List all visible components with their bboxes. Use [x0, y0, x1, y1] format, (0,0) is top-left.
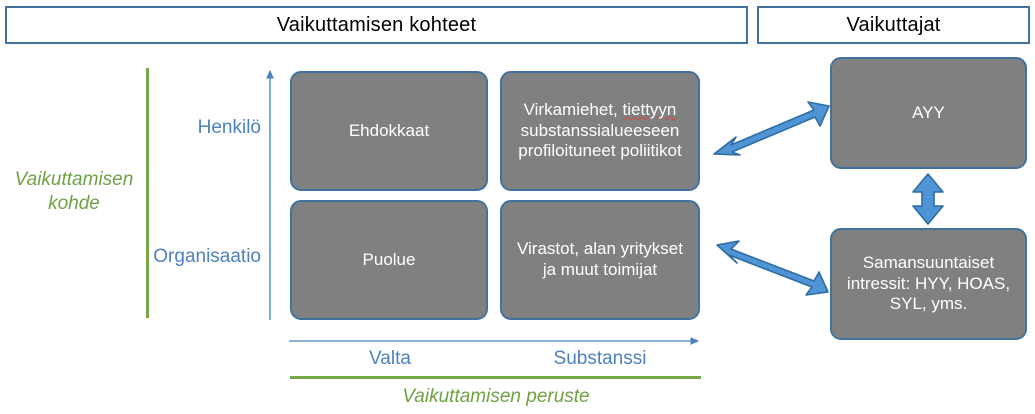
axis-label-henkilo: Henkilö: [197, 117, 261, 138]
axis-label-valta: Valta: [369, 348, 411, 369]
text-part: Virkamiehet,: [523, 99, 623, 119]
connector-ayy-intressit: [912, 173, 944, 225]
axis-label-substanssi: Substanssi: [553, 348, 647, 369]
header-vaikuttamisen-kohteet: Vaikuttamisen kohteet: [5, 6, 748, 44]
actor-box-ayy[interactable]: AYY: [830, 57, 1027, 169]
vertical-axis-category-label: Vaikuttamisen kohde: [14, 169, 134, 214]
matrix-cell-virkamiehet[interactable]: Virkamiehet, tiettyyn substanssialueesee…: [500, 71, 700, 191]
matrix-cell-virkamiehet-text: Virkamiehet, tiettyyn substanssialueesee…: [510, 100, 690, 162]
horizontal-category-rule: [290, 376, 701, 379]
horizontal-axis-category-label: Vaikuttamisen peruste: [402, 386, 590, 407]
connector-virastot-intressit: [716, 240, 829, 296]
vertical-category-rule: [146, 68, 149, 318]
matrix-cell-puolue[interactable]: Puolue: [290, 200, 488, 320]
matrix-cell-ehdokkaat[interactable]: Ehdokkaat: [290, 71, 488, 191]
actor-box-samansuuntaiset-intressit[interactable]: Samansuuntaiset intressit: HYY, HOAS, SY…: [830, 228, 1027, 340]
misspelled-word: tiettyyn: [622, 99, 677, 119]
header-vaikuttajat: Vaikuttajat: [757, 6, 1030, 44]
text-part: substanssialueeseen profiloituneet polii…: [518, 120, 682, 161]
axis-label-organisaatio: Organisaatio: [153, 246, 261, 267]
connector-virkamiehet-ayy: [713, 101, 830, 156]
matrix-cell-virastot[interactable]: Virastot, alan yritykset ja muut toimija…: [500, 200, 700, 320]
